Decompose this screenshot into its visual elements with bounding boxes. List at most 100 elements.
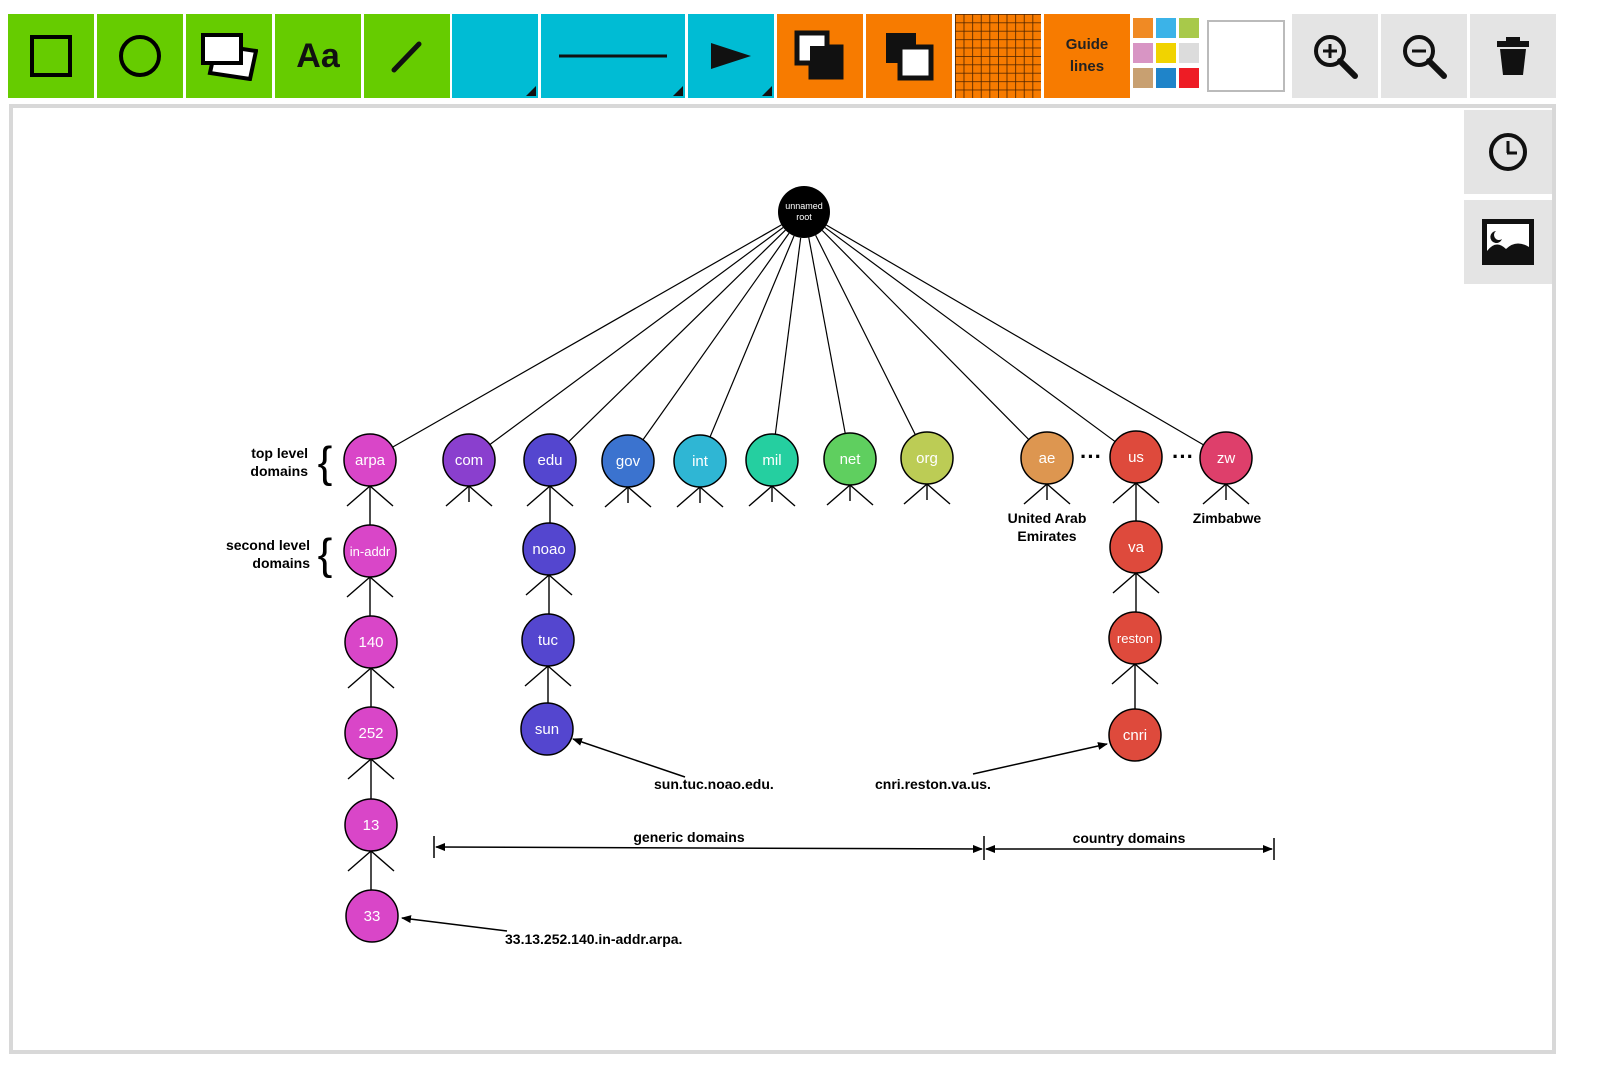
dropdown-corner-icon (762, 86, 772, 96)
line-style-tool-button[interactable] (541, 14, 685, 98)
node-n13[interactable]: 13 (344, 798, 398, 852)
node-connector (1112, 572, 1160, 612)
node-label: mil (762, 452, 781, 469)
bring-to-front-button[interactable] (777, 14, 863, 98)
node-sun[interactable]: sun (520, 702, 574, 756)
node-org[interactable]: org (900, 431, 954, 485)
node-label: net (840, 451, 862, 468)
guide-lines-button[interactable]: Guide lines (1044, 14, 1130, 98)
node-reston[interactable]: reston (1108, 611, 1162, 665)
send-back-icon (886, 33, 934, 81)
node-int[interactable]: int (673, 434, 727, 488)
node-n140[interactable]: 140 (344, 615, 398, 669)
arrowhead-tool-button[interactable] (688, 14, 774, 98)
node-connector (1112, 482, 1160, 521)
image-frame-tool-button[interactable] (186, 14, 272, 98)
ellipsis: ··· (1172, 444, 1194, 469)
delete-button[interactable] (1470, 14, 1556, 98)
node-connector (525, 574, 573, 614)
ae-country-name: Emirates (1017, 528, 1076, 544)
arpa-fqdn-label: 33.13.252.140.in-addr.arpa. (505, 931, 682, 947)
ellipse-tool-button[interactable] (97, 14, 183, 98)
node-label: us (1128, 449, 1144, 466)
arrowhead-icon (711, 43, 751, 69)
node-n252[interactable]: 252 (344, 706, 398, 760)
grid-tool-button[interactable] (955, 14, 1041, 98)
circle-icon (119, 35, 161, 77)
current-color-box[interactable] (1207, 20, 1285, 92)
zoom-in-icon (1314, 35, 1358, 79)
history-button[interactable] (1464, 110, 1552, 194)
color-swatch[interactable] (1133, 68, 1153, 88)
node-label: 13 (363, 817, 380, 834)
root-node[interactable]: unnamed root (778, 186, 830, 238)
node-arpa[interactable]: arpa (343, 433, 397, 487)
color-swatch[interactable] (1133, 43, 1153, 63)
color-swatch[interactable] (1133, 18, 1153, 38)
node-net[interactable]: net (823, 432, 877, 486)
node-connector (347, 667, 395, 707)
sun-fqdn-label: sun.tuc.noao.edu. (654, 776, 774, 792)
node-tuc[interactable]: tuc (521, 613, 575, 667)
background-image-button[interactable] (1464, 200, 1552, 284)
node-ae[interactable]: ae (1020, 431, 1074, 485)
node-connector (347, 758, 395, 799)
node-connector (826, 484, 874, 506)
grid-icon (955, 14, 1041, 98)
fill-color-tool-button[interactable] (452, 14, 538, 98)
node-com[interactable]: com (442, 433, 496, 487)
color-swatch[interactable] (1156, 43, 1176, 63)
root-edge (489, 226, 784, 446)
node-va[interactable]: va (1109, 520, 1163, 574)
node-connector (1111, 663, 1159, 709)
node-mil[interactable]: mil (745, 433, 799, 487)
color-swatch[interactable] (1156, 18, 1176, 38)
root-label: root (796, 212, 812, 222)
color-swatch[interactable] (1179, 43, 1199, 63)
node-label: gov (616, 453, 641, 470)
node-connector (748, 485, 796, 507)
drawing-canvas[interactable]: unnamed root ··· ··· top level domains {… (9, 104, 1556, 1054)
node-in-addr[interactable]: in-addr (343, 524, 397, 578)
top-level-label: domains (250, 463, 308, 479)
node-connector (526, 485, 574, 523)
node-connector (1202, 483, 1250, 505)
text-tool-button[interactable]: Aa (275, 14, 361, 98)
line-tool-button[interactable] (364, 14, 450, 98)
zoom-out-button[interactable] (1381, 14, 1467, 98)
node-cnri[interactable]: cnri (1108, 708, 1162, 762)
rectangle-tool-button[interactable] (8, 14, 94, 98)
toolbar: Aa (0, 0, 1600, 105)
zw-country-name: Zimbabwe (1193, 510, 1262, 526)
node-zw[interactable]: zw (1199, 431, 1253, 485)
zoom-out-icon (1403, 35, 1447, 79)
node-label: tuc (538, 632, 559, 649)
node-connector (604, 486, 652, 508)
send-to-back-button[interactable] (866, 14, 952, 98)
root-edge (568, 229, 786, 443)
generic-domains-label: generic domains (633, 829, 744, 845)
node-label: va (1128, 539, 1145, 556)
node-connector (346, 485, 394, 525)
node-label: sun (535, 721, 559, 738)
node-us[interactable]: us (1109, 430, 1163, 484)
node-n33[interactable]: 33 (345, 889, 399, 943)
ellipsis: ··· (1080, 444, 1102, 469)
color-swatch[interactable] (1179, 68, 1199, 88)
root-edge (824, 226, 1116, 443)
brace: { (318, 530, 333, 579)
node-edu[interactable]: edu (523, 433, 577, 487)
node-label: int (692, 453, 709, 470)
dropdown-corner-icon (673, 86, 683, 96)
zoom-in-button[interactable] (1292, 14, 1378, 98)
node-label: noao (532, 541, 565, 558)
root-edge (821, 230, 1030, 440)
node-label: ae (1039, 450, 1056, 467)
node-gov[interactable]: gov (601, 434, 655, 488)
root-edge (815, 234, 916, 436)
country-domains-label: country domains (1073, 830, 1186, 846)
color-swatch[interactable] (1156, 68, 1176, 88)
node-label: arpa (355, 452, 386, 469)
color-swatch[interactable] (1179, 18, 1199, 38)
node-noao[interactable]: noao (522, 522, 576, 576)
